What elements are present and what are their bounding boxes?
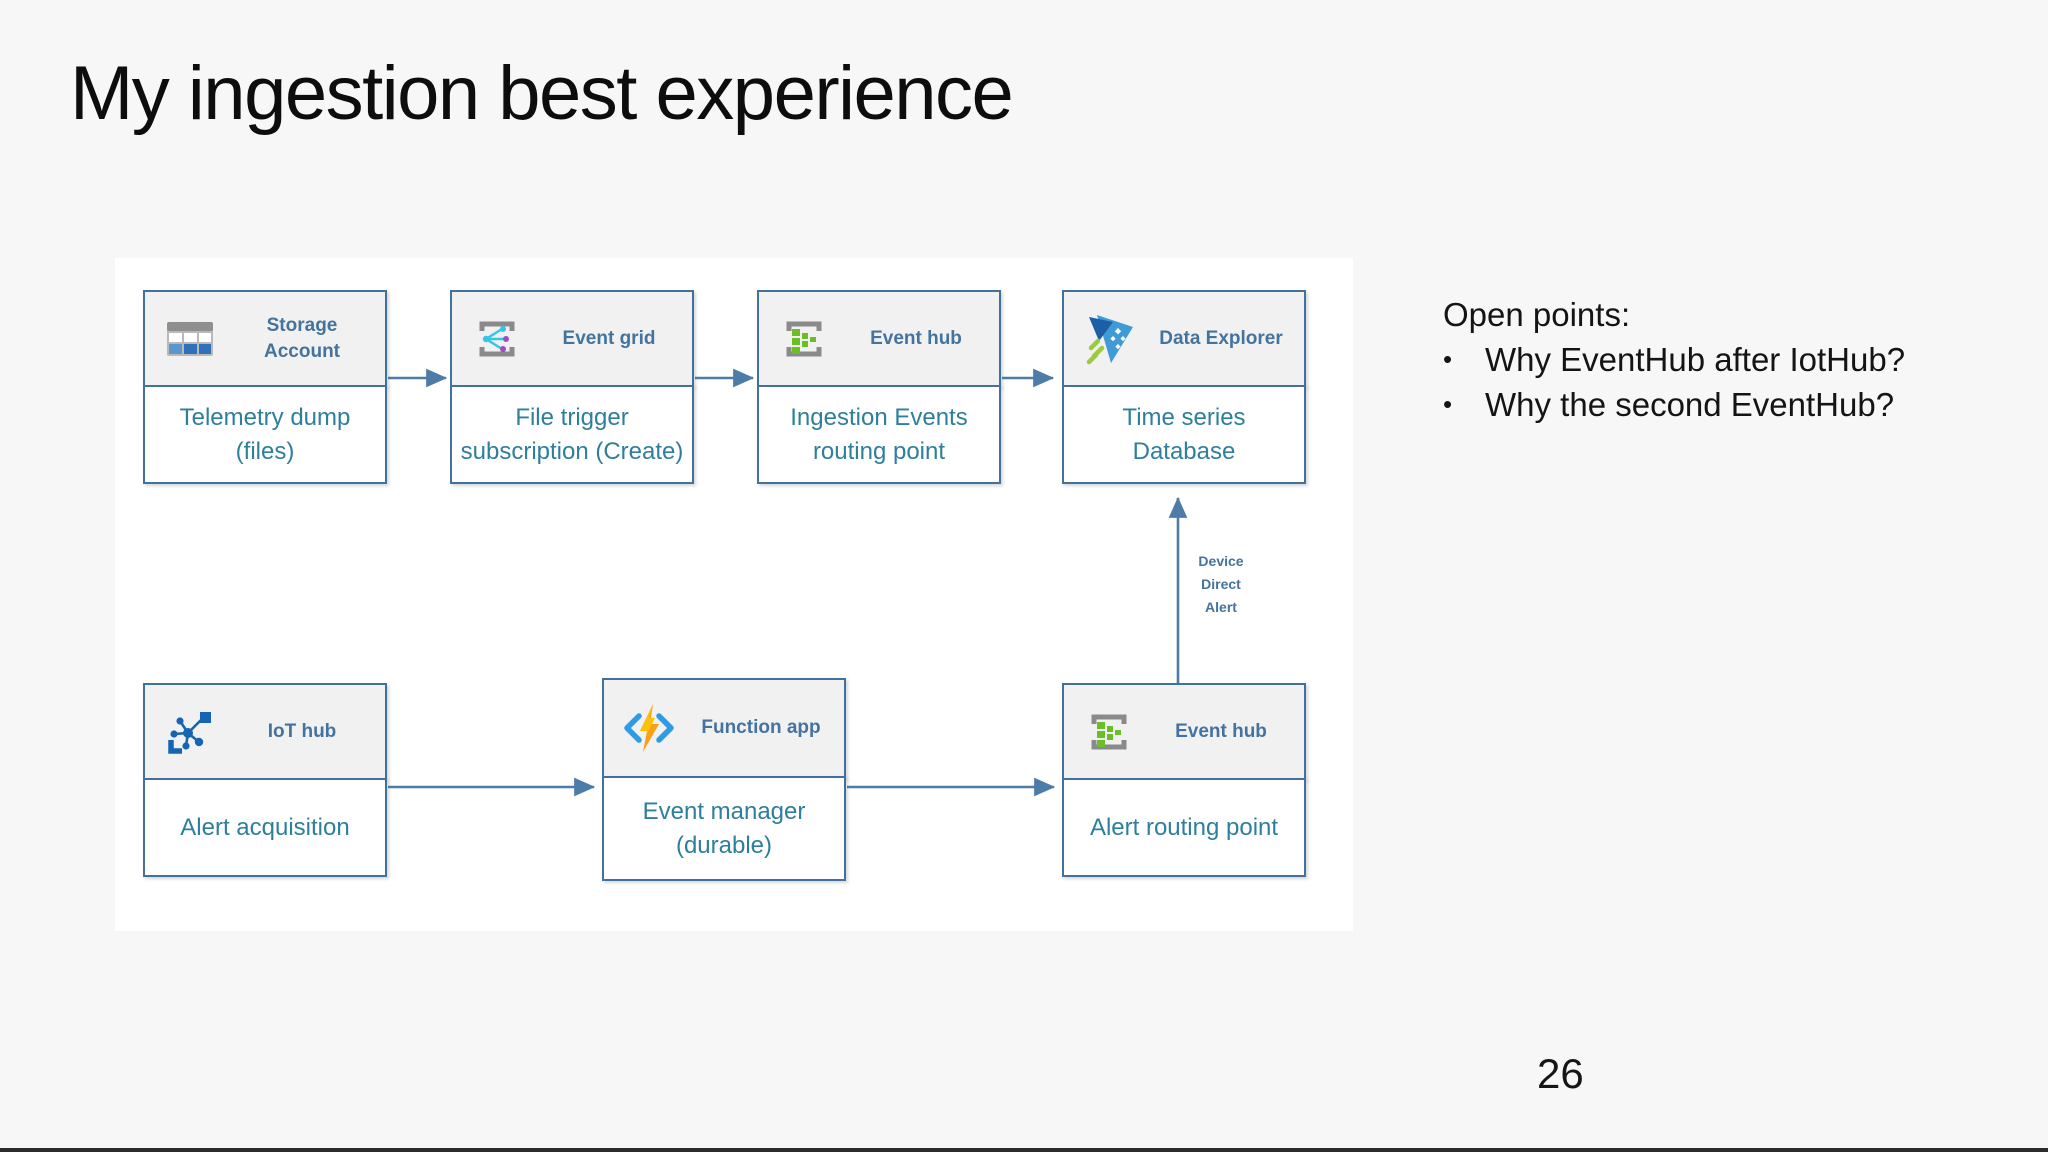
node-data-explorer-body: Time series Database [1062,385,1306,484]
event-hub-icon [1064,704,1154,760]
open-points-item: • Why EventHub after IotHub? [1443,337,2033,382]
node-event-hub-bottom-body: Alert routing point [1062,778,1306,877]
node-function-app-body: Event manager (durable) [602,776,846,881]
node-event-hub-top-header: Event hub [757,290,1001,387]
diagram-panel: Storage Account Telemetry dump (files) [115,258,1353,931]
node-event-hub-bottom-header: Event hub [1062,683,1306,780]
node-storage-account-header: Storage Account [143,290,387,387]
event-grid-icon [452,311,542,367]
node-event-hub-top-body: Ingestion Events routing point [757,385,1001,484]
node-service-name: Event grid [562,327,656,349]
bullet-glyph: • [1443,389,1453,419]
node-event-grid-header: Event grid [450,290,694,387]
open-points-text: Why the second EventHub? [1485,386,1895,423]
slide-title: My ingestion best experience [70,51,1014,136]
node-label: Time series Database [1122,403,1246,465]
bottom-edge-bar [0,1148,2048,1152]
edge-label-device-direct-alert: Device Direct Alert [1198,553,1244,615]
page-number: 26 [1537,1050,1584,1097]
node-label: Ingestion Events routing point [790,403,968,465]
node-function-app: Function app Event manager (durable) [602,678,846,881]
node-data-explorer-header: Data Explorer [1062,290,1306,387]
node-label: Event manager (durable) [642,797,806,859]
node-iot-hub-body: Alert acquisition [143,778,387,877]
node-label: Alert routing point [1089,813,1279,841]
bullet-glyph: • [1443,344,1453,374]
open-points-text: Why EventHub after IotHub? [1485,341,1906,378]
node-event-grid: Event grid File trigger subscription (Cr… [450,290,694,484]
iot-hub-icon [145,704,235,760]
node-event-hub-bottom: Event hub Alert routing point [1062,683,1306,877]
node-label: Telemetry dump (files) [179,403,351,465]
node-event-grid-body: File trigger subscription (Create) [450,385,694,484]
node-iot-hub: IoT hub Alert acquisition [143,683,387,877]
node-storage-account-body: Telemetry dump (files) [143,385,387,484]
node-data-explorer: Data Explorer Time series Database [1062,290,1306,484]
node-event-hub-top: Event hub Ingestion Events routing point [757,290,1001,484]
node-service-name: IoT hub [267,720,337,742]
node-service-name: Storage Account [264,314,340,362]
storage-account-icon [145,311,235,367]
open-points-item: • Why the second EventHub? [1443,382,2033,427]
connector-arrows [388,368,1188,797]
node-label: File trigger subscription (Create) [460,403,684,465]
event-hub-icon [759,311,849,367]
data-explorer-icon [1064,311,1154,367]
function-app-icon [604,700,694,756]
node-iot-hub-header: IoT hub [143,683,387,780]
node-function-app-header: Function app [602,678,846,778]
open-points-heading: Open points: [1443,296,1631,333]
node-service-name: Event hub [1175,720,1267,742]
node-service-name: Function app [701,717,821,739]
node-label: Alert acquisition [180,813,350,841]
node-service-name: Event hub [870,327,962,349]
open-points: Open points: • Why EventHub after IotHub… [1443,292,2033,427]
node-storage-account: Storage Account Telemetry dump (files) [143,290,387,484]
node-service-name: Data Explorer [1159,327,1283,349]
